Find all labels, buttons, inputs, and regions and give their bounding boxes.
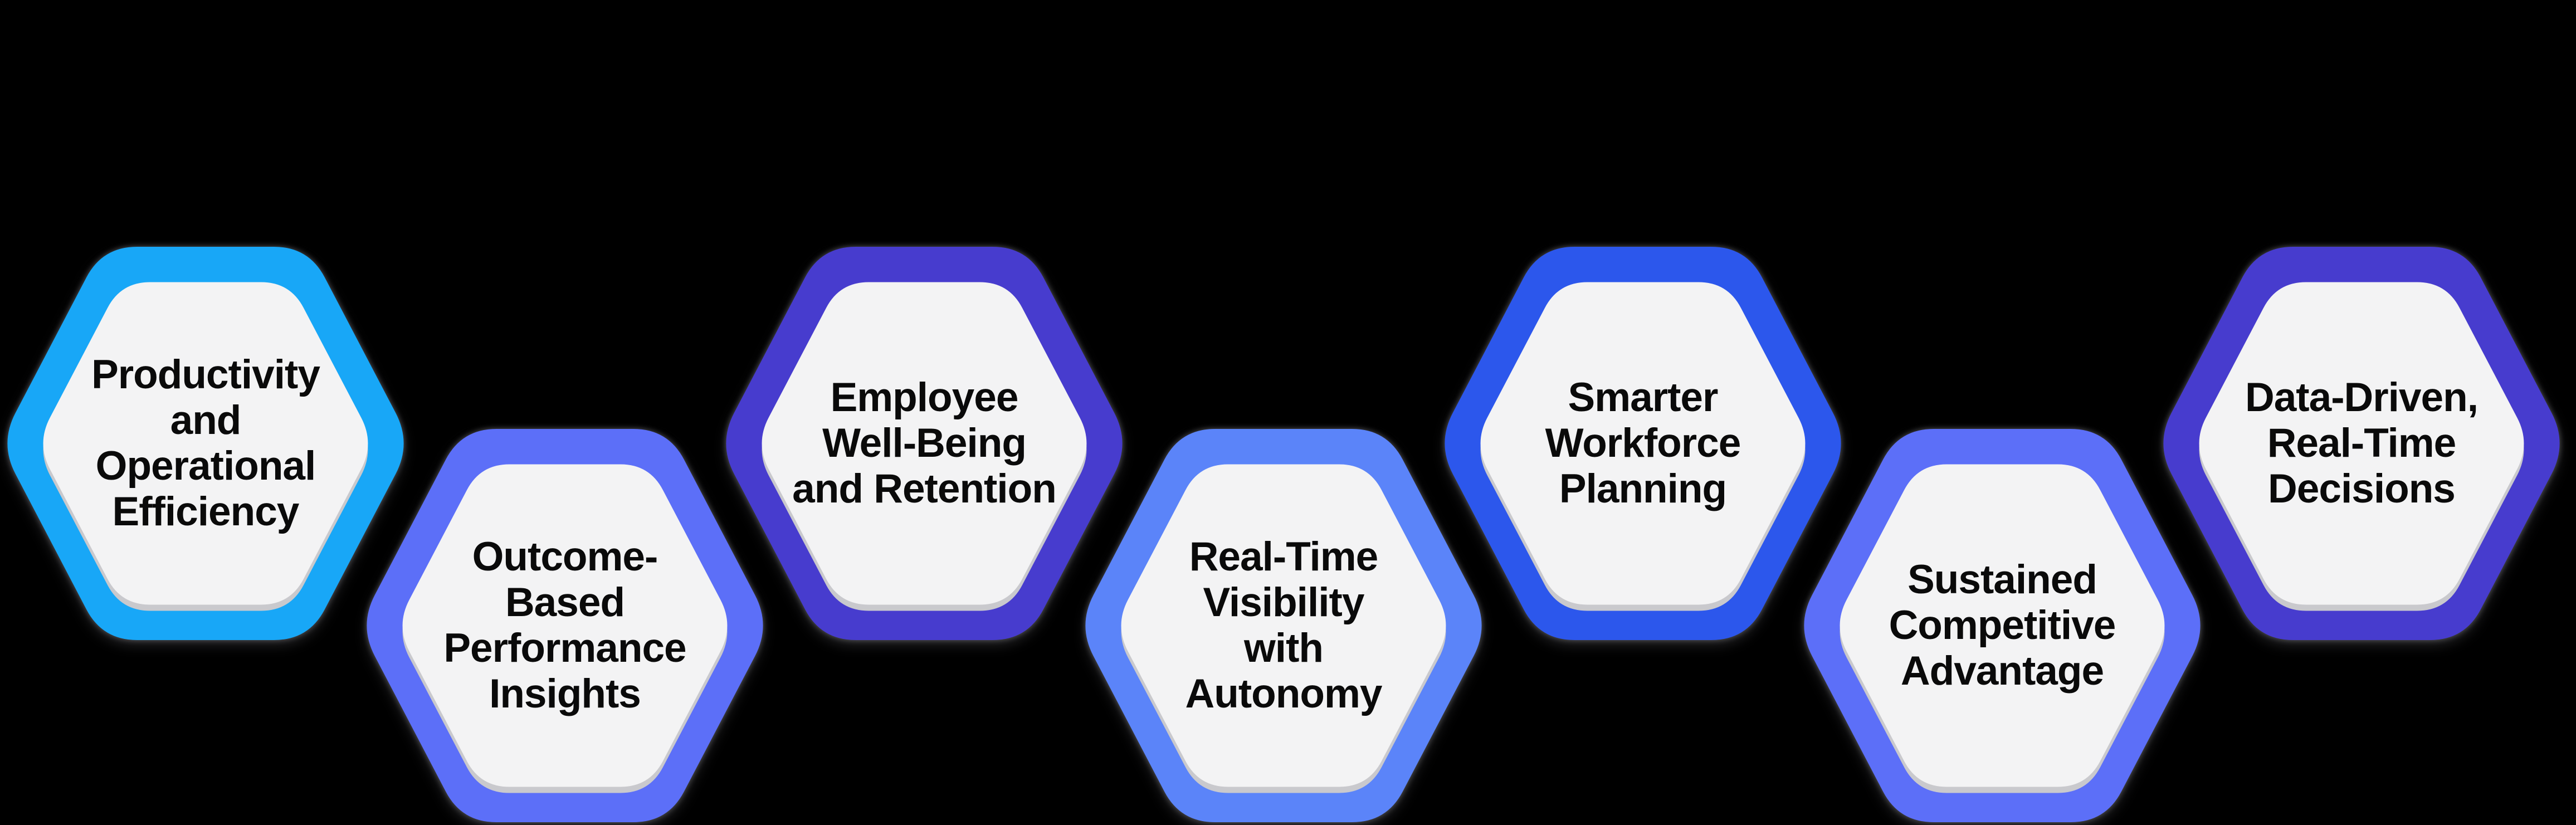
hexagon-item-outcome-based-performance-insights: Outcome- Based Performance Insights (359, 429, 771, 822)
hexagon-inner-shape (1480, 282, 1806, 605)
hexagon-item-data-driven-real-time-decisions: Data-Driven, Real-Time Decisions (2155, 247, 2568, 640)
hexagon-inner-shape (2199, 282, 2524, 605)
hexagon-item-productivity-operational-efficiency: Productivity and Operational Efficiency (0, 247, 412, 640)
hexagon-item-real-time-visibility-autonomy: Real-Time Visibility with Autonomy (1077, 429, 1490, 822)
hexagon-item-smarter-workforce-planning: Smarter Workforce Planning (1437, 247, 1849, 640)
hexagon-shape (1085, 429, 1482, 822)
hexagon-item-sustained-competitive-advantage: Sustained Competitive Advantage (1796, 429, 2208, 822)
hexagon-inner-shape (762, 282, 1087, 605)
hexagon-inner-shape (1121, 464, 1446, 787)
hexagon-inner-shape (43, 282, 368, 605)
hexagon-shape (1804, 429, 2201, 822)
hexagon-shape (2163, 247, 2560, 640)
hexagon-inner-shape (1840, 464, 2165, 787)
hexagon-inner-shape (402, 464, 728, 787)
hexagon-shape (7, 247, 404, 640)
hexagon-shape (367, 429, 763, 822)
hexagon-item-employee-well-being-retention: Employee Well-Being and Retention (718, 247, 1130, 640)
hexagon-shape (726, 247, 1123, 640)
hexagon-shape (1445, 247, 1841, 640)
